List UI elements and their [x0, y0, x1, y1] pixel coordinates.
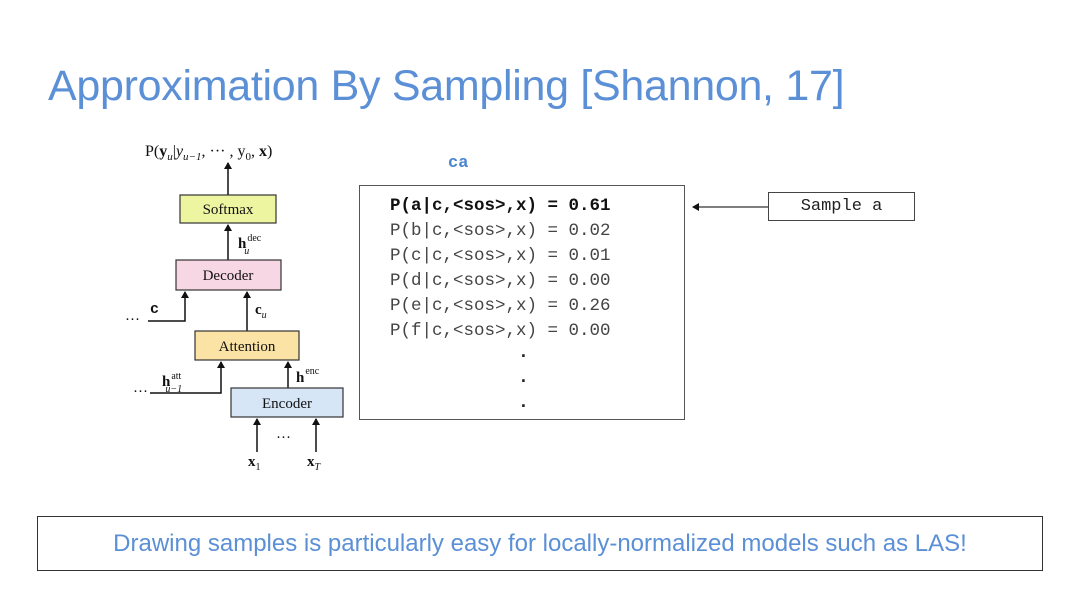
probability-row-f: P(f|c,<sos>,x) = 0.00	[390, 321, 611, 341]
attention-label: Attention	[219, 339, 276, 355]
c-input-ellipsis: ···	[125, 312, 140, 328]
encoder-block	[230, 387, 344, 418]
attention-block	[194, 330, 300, 361]
decoder-block	[175, 259, 282, 291]
inputs-ellipsis: ···	[276, 430, 291, 446]
softmax-block	[179, 194, 277, 224]
probability-table: P(a|c,<sos>,x) = 0.61 P(b|c,<sos>,x) = 0…	[359, 185, 685, 420]
slide-title: Approximation By Sampling [Shannon, 17]	[48, 62, 845, 110]
encoder-label: Encoder	[262, 396, 312, 412]
probability-row-a: P(a|c,<sos>,x) = 0.61	[390, 196, 611, 216]
ellipsis-dot: .	[518, 393, 529, 413]
x1-label: x1	[248, 454, 261, 473]
softmax-label: Softmax	[203, 202, 254, 218]
sample-box: Sample a	[768, 192, 915, 221]
ellipsis-dot: .	[518, 343, 529, 363]
h-att-ellipsis: ···	[133, 384, 148, 400]
footer-caption: Drawing samples is particularly easy for…	[37, 516, 1043, 571]
probability-row-e: P(e|c,<sos>,x) = 0.26	[390, 296, 611, 316]
probability-row-d: P(d|c,<sos>,x) = 0.00	[390, 271, 611, 291]
ellipsis-dot: .	[518, 368, 529, 388]
probability-row-b: P(b|c,<sos>,x) = 0.02	[390, 221, 611, 241]
output-probability-formula: P(yu|yu−1, ··· , y0, x)	[145, 143, 272, 163]
c-input-label: c	[150, 301, 159, 318]
h-enc-label: henc	[296, 366, 320, 386]
decoder-label: Decoder	[203, 268, 254, 284]
c-u-label: cu	[255, 302, 267, 321]
probability-row-c: P(c|c,<sos>,x) = 0.01	[390, 246, 611, 266]
context-label: ca	[448, 154, 469, 173]
xT-label: xT	[307, 454, 322, 473]
